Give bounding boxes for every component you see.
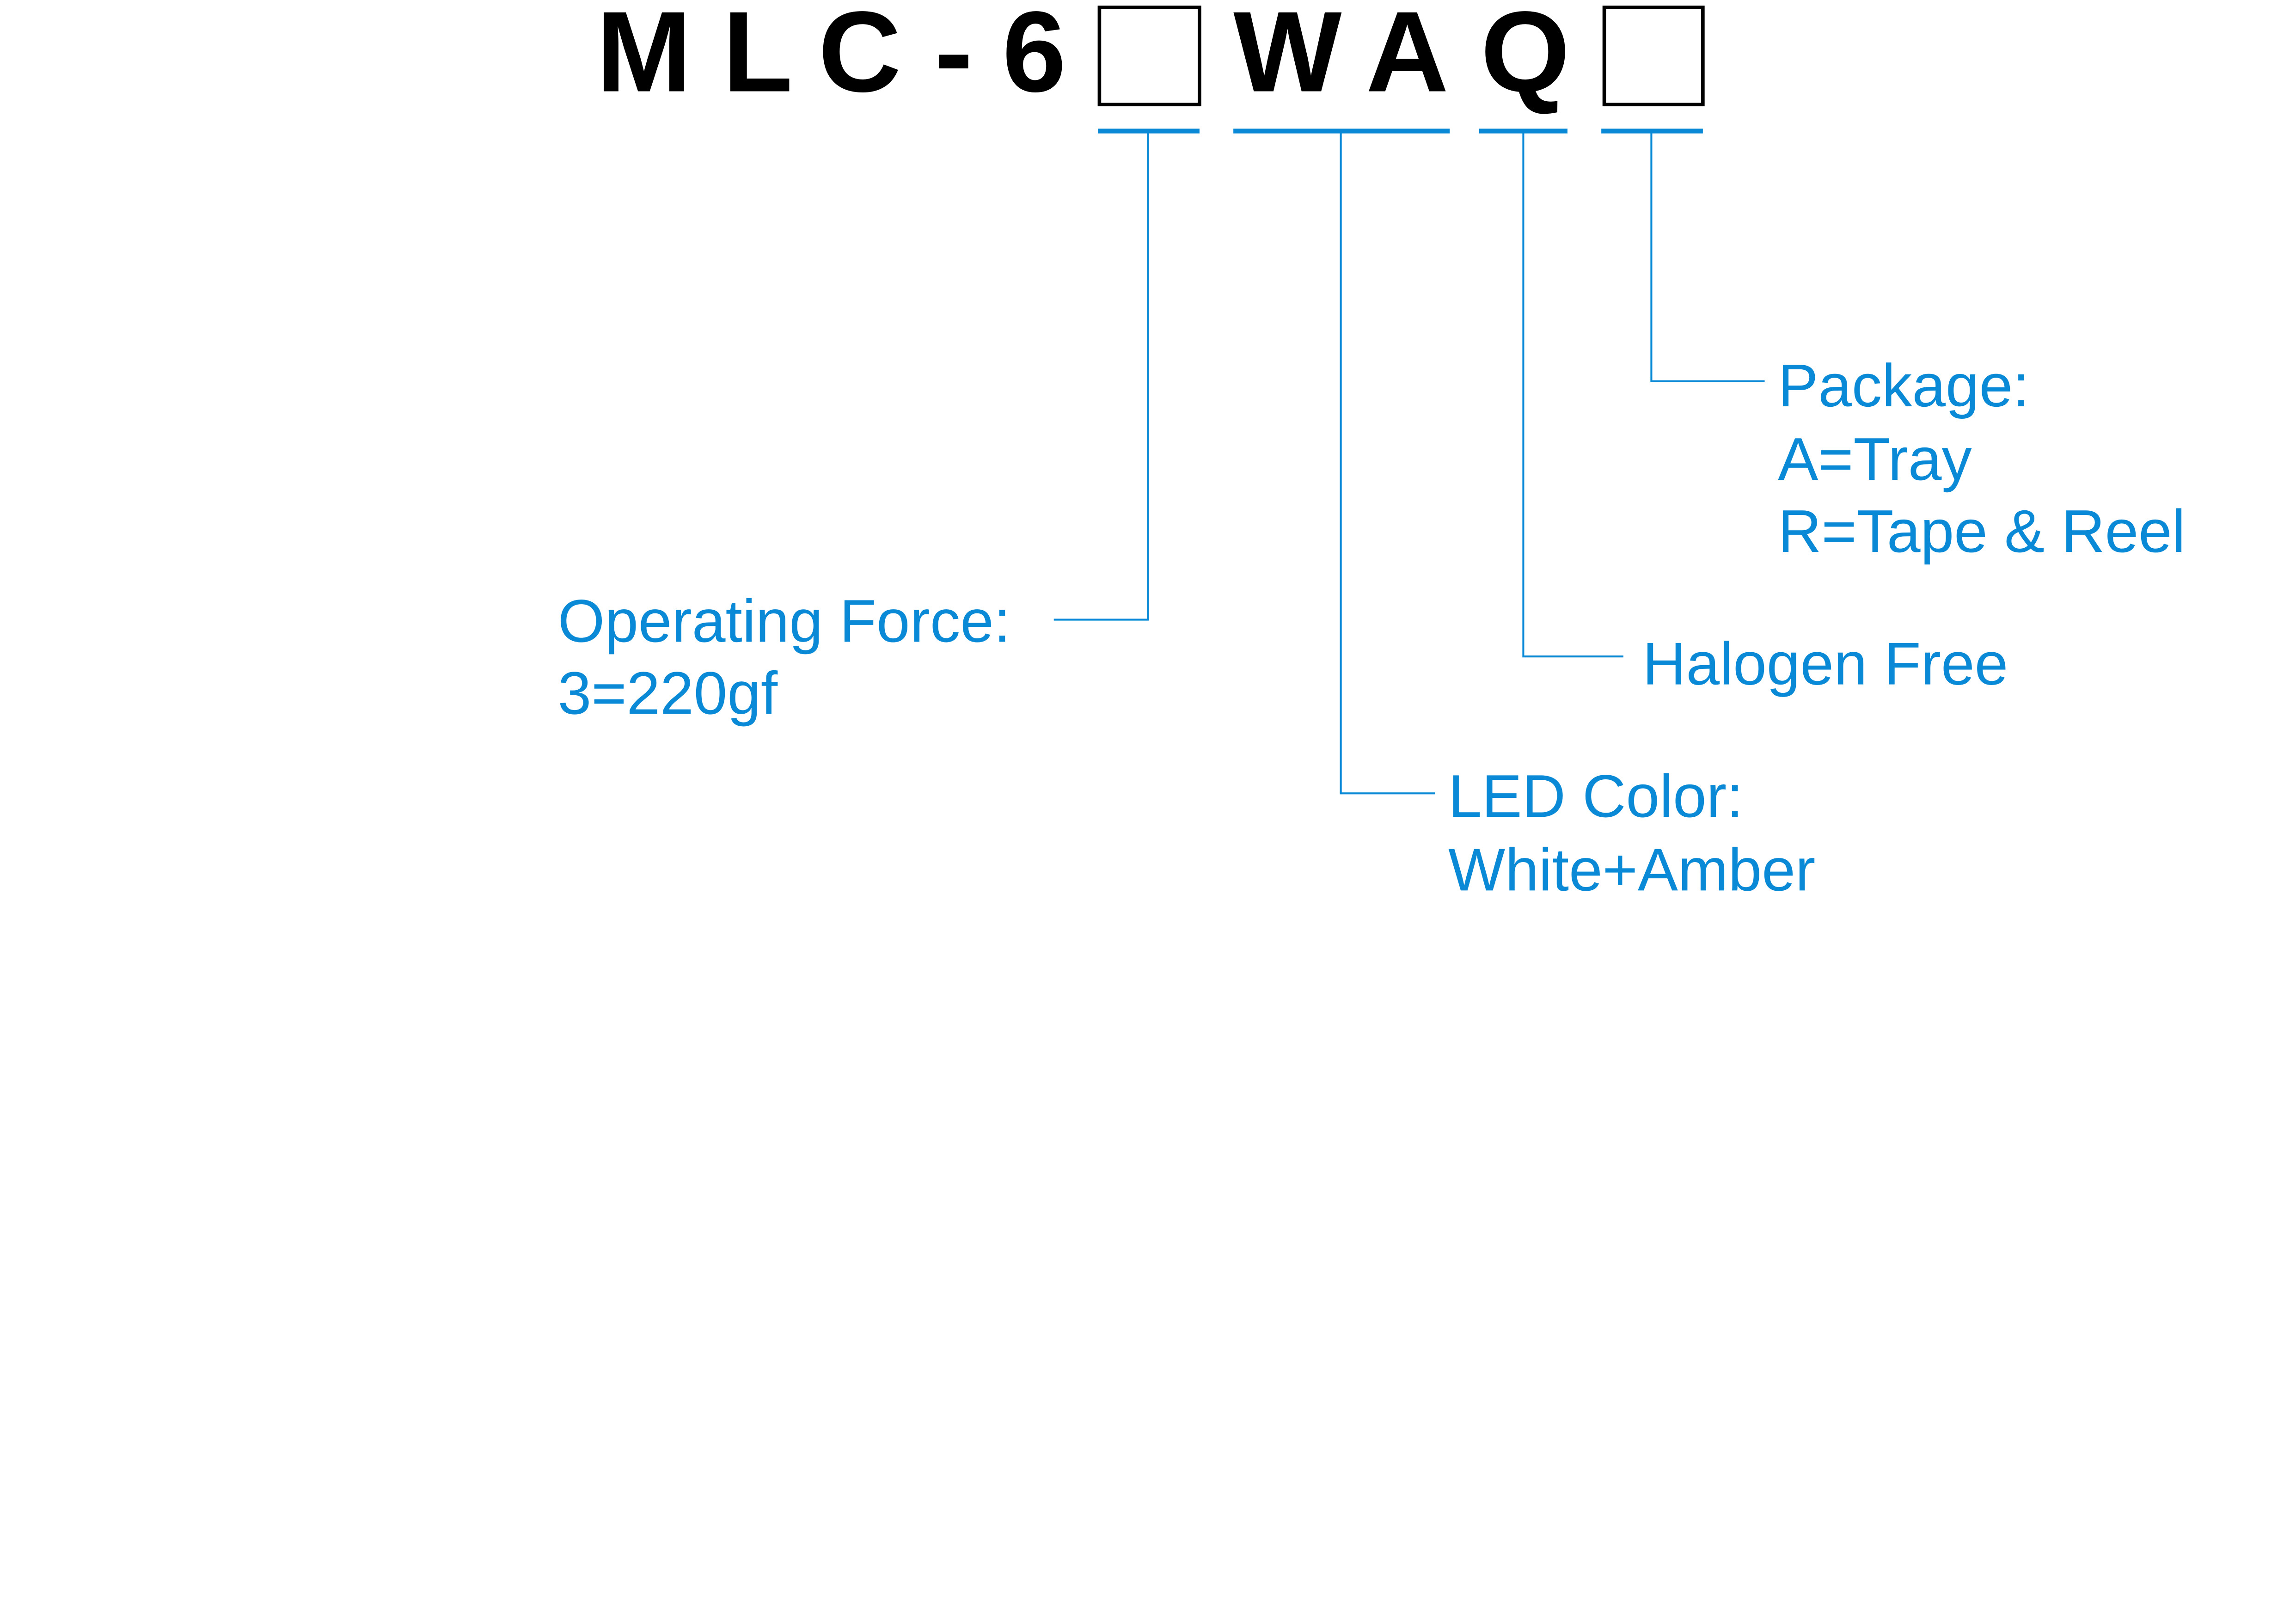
- code-char-m: M: [596, 0, 692, 116]
- operating-force-label: Operating Force: 3=220gf: [558, 587, 1010, 727]
- part-number-code: M L C - 6 W A Q: [596, 0, 1705, 116]
- leader-led-color: [1340, 131, 1435, 795]
- code-char-w: W: [1233, 0, 1342, 116]
- package-label: Package: A=Tray R=Tape & Reel: [1778, 352, 2186, 565]
- package-title: Package:: [1778, 352, 2029, 419]
- operating-force-title: Operating Force:: [558, 587, 1010, 655]
- code-char-dash: -: [935, 0, 973, 116]
- code-char-q: Q: [1481, 0, 1570, 116]
- package-option-tape-reel: R=Tape & Reel: [1778, 497, 2186, 565]
- code-char-a: A: [1366, 0, 1449, 116]
- leader-halogen: [1522, 131, 1623, 658]
- operating-force-option: 3=220gf: [558, 659, 778, 727]
- package-option-tray: A=Tray: [1778, 425, 1972, 493]
- code-char-l: L: [722, 0, 793, 116]
- code-char-6: 6: [1002, 0, 1066, 116]
- led-color-title: LED Color:: [1448, 762, 1743, 830]
- package-slot: [1602, 6, 1705, 107]
- operating-force-slot: [1097, 6, 1201, 107]
- led-color-label: LED Color: White+Amber: [1448, 762, 1815, 903]
- leader-package: [1650, 131, 1765, 382]
- halogen-free-label: Halogen Free: [1642, 630, 2008, 698]
- leader-operating-force: [1053, 131, 1149, 621]
- code-char-c: C: [818, 0, 901, 116]
- led-color-option: White+Amber: [1448, 836, 1815, 903]
- leader-lines: [1053, 131, 1765, 795]
